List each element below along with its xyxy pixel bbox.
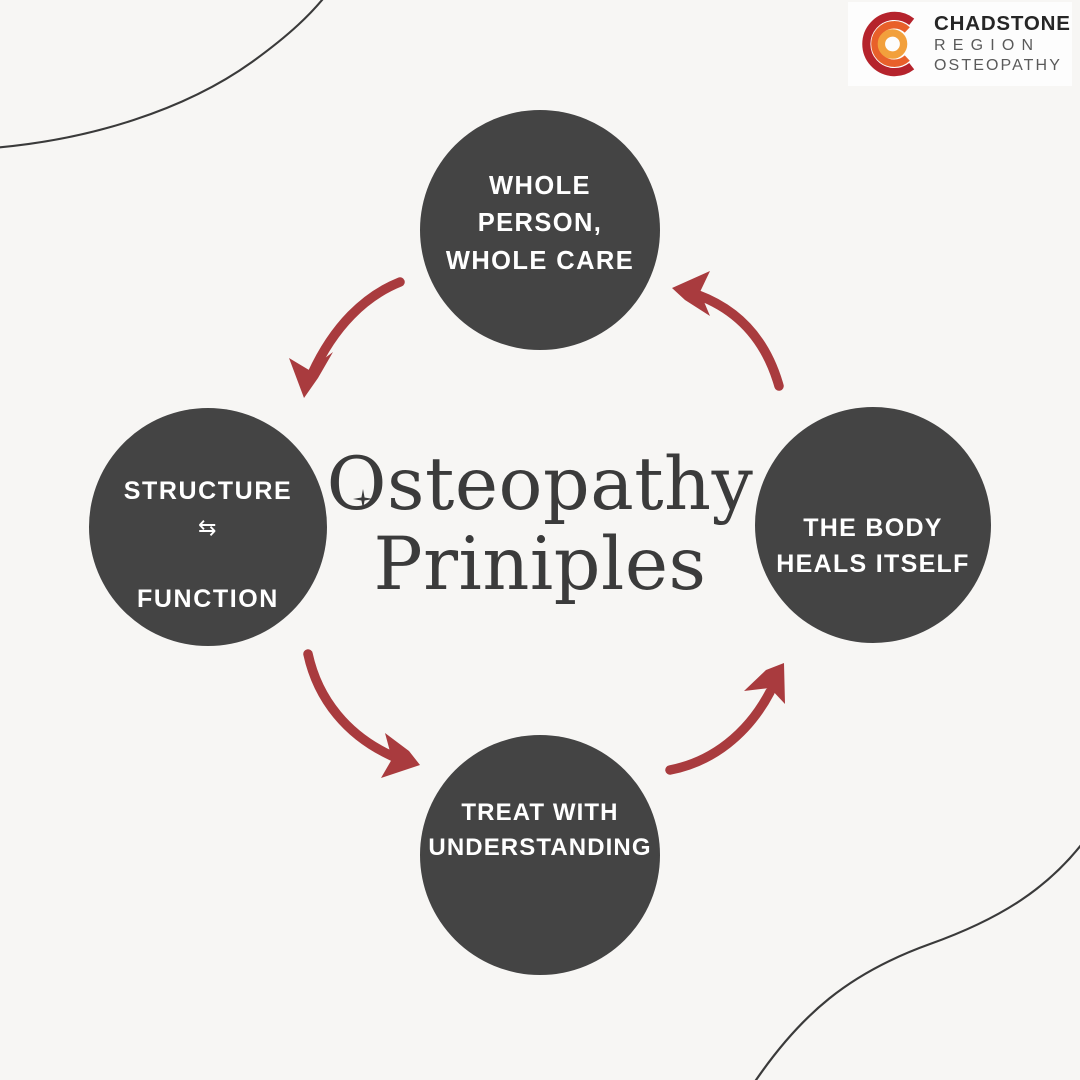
principle-label-the-body-heals-itself: THE BODY HEALS ITSELF [776,513,970,578]
arrow-bottom-to-right [665,663,785,775]
principle-label-treat-with-understanding: TREAT WITH UNDERSTANDING [428,799,652,861]
principle-bubble-treat-with-understanding[interactable]: TREAT WITH UNDERSTANDING [420,735,660,975]
bidirectional-arrows-icon: ⇆ [197,515,219,540]
structure-text: STRUCTURE [123,476,293,505]
logo-wordmark: CHADSTONE REGION OSTEOPATHY [934,11,1071,75]
title-line-2: Priniples [373,522,707,607]
concentric-c-arcs-icon [862,11,915,77]
brand-logo[interactable]: CHADSTONE REGION OSTEOPATHY [848,2,1072,86]
arrow-top-to-left [289,277,405,398]
principle-bubble-structure-function[interactable]: STRUCTURE ⇆ FUNCTION [89,408,327,646]
arrow-right-to-top [672,271,784,391]
principle-bubble-the-body-heals-itself[interactable]: THE BODY HEALS ITSELF [755,407,991,643]
principle-label-structure-function: STRUCTURE ⇆ FUNCTION [124,437,293,618]
deco-curve-top-left [0,0,324,149]
page-title: Osteopathy Priniples [300,425,780,625]
logo-line-region: REGION [934,37,1041,55]
four-point-sparkle-icon [352,488,373,509]
title-line-1-text: Osteopathy [326,441,754,527]
title-line-1: Osteopathy [327,447,754,522]
logo-line-osteopathy: OSTEOPATHY [934,57,1062,75]
function-text: FUNCTION [137,585,279,614]
principle-bubble-whole-person-whole-care[interactable]: WHOLE PERSON, WHOLE CARE [420,110,660,350]
logo-line-chadstone: CHADSTONE [934,11,1071,35]
deco-curve-bottom-right [754,844,1080,1080]
arrow-left-to-bottom [303,649,420,778]
principle-label-whole-person-whole-care: WHOLE PERSON, WHOLE CARE [445,172,635,275]
